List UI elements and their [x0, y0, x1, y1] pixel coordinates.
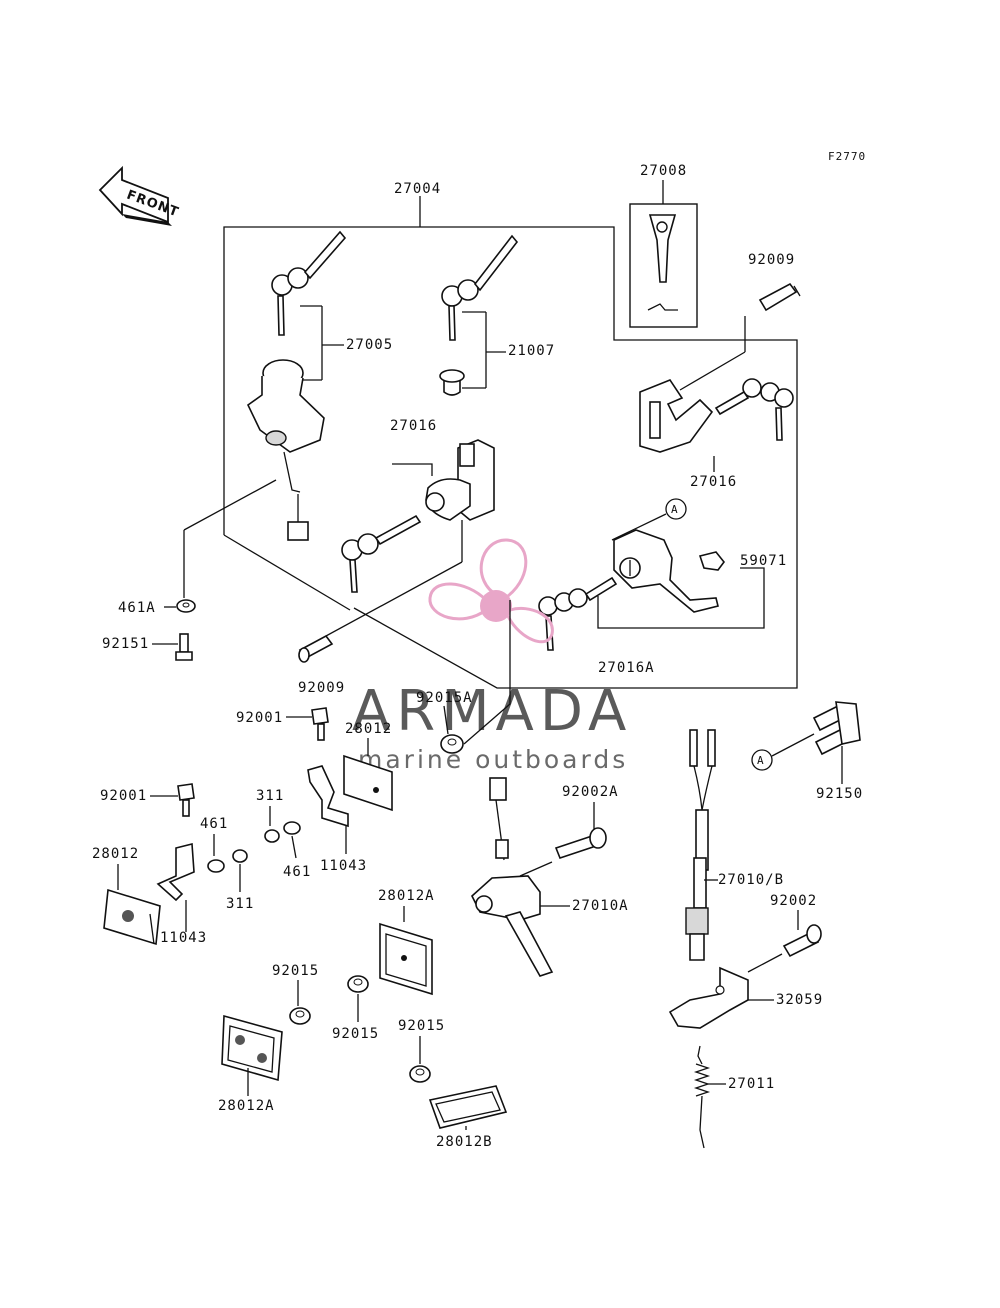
label-461A: 461A [118, 600, 156, 616]
label-27016-mid: 27016 [390, 418, 437, 434]
label-11043-a: 11043 [320, 858, 367, 874]
front-arrow-icon: FRONT [98, 165, 181, 226]
washer-461-b-icon [207, 859, 225, 873]
label-21007: 21007 [508, 343, 555, 359]
callout-a-low [751, 749, 773, 771]
armada-propeller-logo-icon [428, 538, 554, 644]
label-27011: 27011 [728, 1076, 775, 1092]
label-28012A-a: 28012A [378, 888, 435, 904]
reflector-28012-b-icon [103, 888, 161, 946]
callout-a-top-letter: A [671, 503, 679, 516]
bracket-11043-a-icon [307, 765, 349, 828]
label-27005: 27005 [346, 337, 393, 353]
nut-311-a-icon [264, 829, 280, 843]
fuel-lock-27016A-icon [613, 529, 719, 613]
bracket-32059-icon [668, 966, 749, 1029]
label-92015-c: 92015 [398, 1018, 445, 1034]
label-92015-a: 92015 [272, 963, 319, 979]
washer-461A-icon [176, 599, 196, 613]
helmet-lock-27016-icon [639, 379, 714, 453]
label-28012B: 28012B [436, 1134, 493, 1150]
bolt-92001-a-icon [311, 707, 329, 741]
label-92001-a: 92001 [236, 710, 283, 726]
nut-92015-a-icon [289, 1007, 311, 1025]
key-blank-icon [647, 214, 678, 311]
nut-92015-b-icon [347, 975, 369, 993]
label-92001-b: 92001 [100, 788, 147, 804]
washer-461-a-icon [283, 821, 301, 835]
label-461-b: 461 [283, 864, 311, 880]
label-311-a: 311 [256, 788, 284, 804]
reflector-28012A-b-icon [221, 1014, 283, 1082]
bolt-92001-b-icon [177, 783, 195, 817]
label-92150: 92150 [816, 786, 863, 802]
ignition-switch-icon [246, 359, 325, 541]
label-28012-b: 28012 [92, 846, 139, 862]
nut-92015-c-icon [409, 1065, 431, 1083]
spring-27011-icon [693, 1045, 711, 1149]
screw-92009-low-icon [298, 634, 334, 663]
reflector-28012B-icon [428, 1085, 508, 1129]
seat-lock-27016-icon [425, 439, 495, 521]
bracket-11043-b-icon [156, 842, 195, 902]
nut-311-b-icon [232, 849, 248, 863]
label-11043-b: 11043 [160, 930, 207, 946]
callout-a-low-letter: A [757, 754, 765, 767]
label-92009-top: 92009 [748, 252, 795, 268]
label-27016A: 27016A [598, 660, 655, 676]
watermark-title: ARMADA [352, 679, 632, 744]
keys-27005-icon [271, 230, 347, 336]
label-92002: 92002 [770, 893, 817, 909]
label-92009-low: 92009 [298, 680, 345, 696]
label-32059: 32059 [776, 992, 823, 1008]
assembly-outline-27004 [223, 196, 798, 689]
bolt-92002A-icon [554, 827, 607, 859]
label-59071: 59071 [740, 553, 787, 569]
watermark-subtitle: marine outboards [358, 745, 628, 774]
label-27008: 27008 [640, 163, 687, 179]
label-92015-b: 92015 [332, 1026, 379, 1042]
bolts-92150-icon [812, 701, 861, 756]
keys-27016A-icon [538, 576, 618, 651]
keys-21007-icon [441, 234, 519, 341]
label-311-b: 311 [226, 896, 254, 912]
screw-92009-top-icon [758, 282, 801, 312]
label-28012-a: 28012 [345, 721, 392, 737]
reflector-28012-a-icon [343, 754, 393, 812]
keys-27016-right-icon [714, 378, 794, 441]
sidestand-switch-27010A-icon [471, 777, 554, 977]
lock-cap-icon [439, 369, 465, 396]
brake-switch-27010B-icon [685, 729, 716, 961]
callout-a-top [665, 498, 687, 520]
label-27016-right: 27016 [690, 474, 737, 490]
label-27004: 27004 [394, 181, 441, 197]
label-461-a: 461 [200, 816, 228, 832]
figure-code: F2770 [828, 150, 866, 163]
label-28012A-b: 28012A [218, 1098, 275, 1114]
nut-92015A-icon [440, 734, 464, 754]
label-27010B: 27010/B [718, 872, 784, 888]
clip-59071-icon [698, 551, 726, 571]
label-92002A: 92002A [562, 784, 619, 800]
bolt-92002-icon [782, 924, 822, 958]
label-27010A: 27010A [572, 898, 629, 914]
bolt-92151-icon [175, 633, 193, 661]
label-92015A: 92015A [416, 690, 473, 706]
keys-27016-mid-icon [341, 514, 422, 593]
label-92151: 92151 [102, 636, 149, 652]
reflector-28012A-a-icon [379, 922, 433, 996]
